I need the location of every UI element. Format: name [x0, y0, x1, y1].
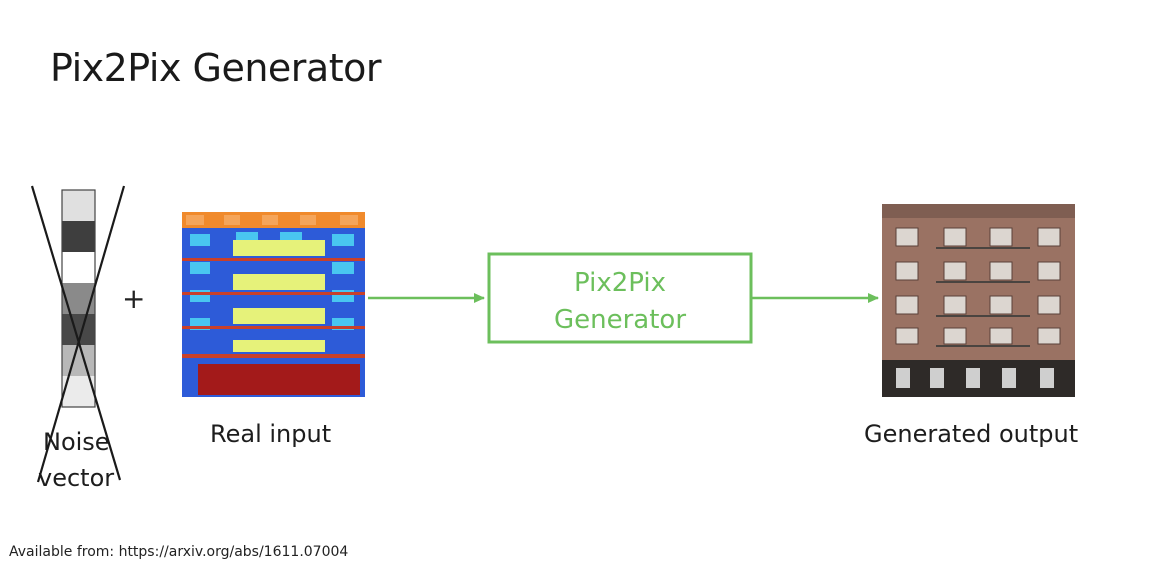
generator-box: [487, 252, 753, 344]
generated-output-label: Generated output: [864, 420, 1079, 448]
real-input-image: [182, 212, 365, 397]
noise-label-line1: Noise: [43, 428, 110, 456]
plus-operator: +: [122, 282, 146, 315]
slide-title: Pix2Pix Generator: [50, 46, 381, 90]
generator-label-line2: Generator: [554, 305, 686, 335]
real-input-label: Real input: [210, 420, 332, 448]
source-citation: Available from: https://arxiv.org/abs/16…: [9, 544, 349, 560]
noise-label-line2: vector: [38, 464, 115, 492]
noise-vector-bar: [61, 189, 96, 408]
generator-label-line1: Pix2Pix: [574, 268, 666, 298]
generated-output-image: [882, 204, 1075, 397]
